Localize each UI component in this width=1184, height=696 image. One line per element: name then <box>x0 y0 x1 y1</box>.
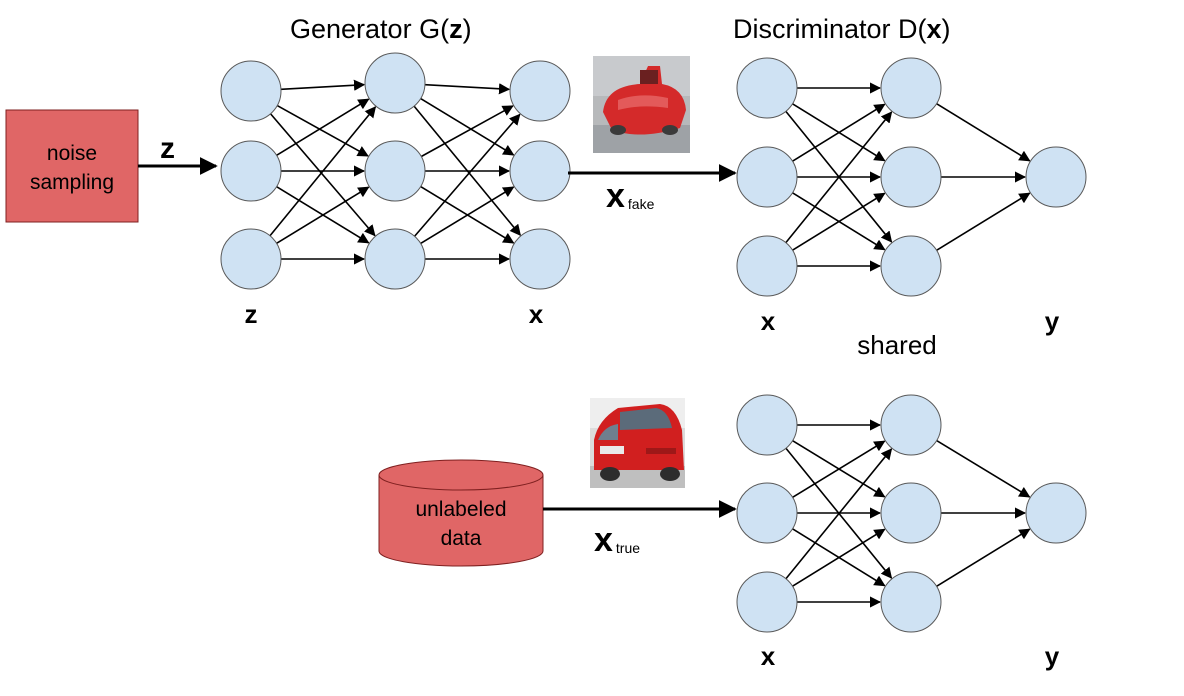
generator-output-node-3 <box>509 228 571 290</box>
shared-label: shared <box>857 330 937 360</box>
generator-l1-l2-edge-1-0 <box>276 98 370 157</box>
generator-l2-l3-edge-0-0 <box>424 83 511 95</box>
data-store-line1: unlabeled <box>415 498 506 521</box>
generator-output-node-1 <box>509 60 571 122</box>
discriminator-input-node-2 <box>736 146 798 208</box>
discriminator-l1-l2-edge-2-1 <box>792 192 886 251</box>
bottom-discriminator-l2-l3-edge-0-0 <box>936 439 1031 498</box>
fake-car-thumbnail <box>593 56 690 153</box>
discriminator-hidden-node-2 <box>880 146 942 208</box>
discriminator-title: Discriminator D(x) <box>733 14 951 44</box>
generator-input-label: z <box>245 299 258 329</box>
bottom-discriminator-input-label: x <box>761 641 776 671</box>
generator-l2-l3-edge-2-1 <box>420 186 515 245</box>
generator-hidden-node-3 <box>364 228 426 290</box>
bottom-discriminator-input-node-2 <box>736 482 798 544</box>
bottom-discriminator-hidden-node-2 <box>880 482 942 544</box>
bottom-discriminator-hidden-node-1 <box>880 394 942 456</box>
generator-l1-l2-edge-0-1 <box>276 104 369 157</box>
generator-l2-l3-edge-0-1 <box>420 97 515 156</box>
network-edges <box>269 79 1031 608</box>
bottom-discriminator-l1-l2-edge-2-0 <box>785 448 893 580</box>
generator-l1-l2-edge-0-2 <box>269 113 376 237</box>
generator-title: Generator G(z) <box>290 14 472 44</box>
discriminator-hidden-node-1 <box>880 57 942 119</box>
generator-l1-l2-edge-2-0 <box>269 106 377 237</box>
unlabeled-data-store: unlabeled data <box>378 459 544 567</box>
bottom-discriminator-l1-l2-edge-2-1 <box>792 528 886 587</box>
bottom-discriminator-l1-l2-edge-1-0 <box>792 440 886 499</box>
generator-l2-l3-edge-1-0 <box>420 105 514 158</box>
discriminator-l2-l3-edge-0-0 <box>936 103 1031 162</box>
discriminator-l1-l2-edge-1-0 <box>792 103 886 162</box>
generator-hidden-node-1 <box>364 52 426 114</box>
generator-l2-l3-edge-2-0 <box>413 113 521 237</box>
generator-input-node-3 <box>220 228 282 290</box>
discriminator-hidden-node-3 <box>880 235 942 297</box>
bottom-discriminator-input-node-3 <box>736 571 798 633</box>
discriminator-input-node-1 <box>736 57 798 119</box>
generator-input-node-1 <box>220 60 282 122</box>
noise-arrow-label: z <box>160 132 175 165</box>
bottom-discriminator-l2-l3-edge-2-0 <box>936 528 1031 587</box>
generator-output-node-2 <box>509 140 571 202</box>
generator-l1-l2-edge-0-0 <box>280 79 366 91</box>
generator-output-label: x <box>529 299 544 329</box>
bottom-discriminator-hidden-node-3 <box>880 571 942 633</box>
discriminator-output-label: y <box>1045 306 1060 336</box>
bottom-discriminator-output-node-1 <box>1025 482 1087 544</box>
discriminator-input-node-3 <box>736 235 798 297</box>
noise-sampling-box: noise sampling <box>5 109 139 223</box>
noise-box-line1: noise <box>47 142 97 165</box>
data-store-line2: data <box>441 527 482 550</box>
generator-l1-l2-edge-2-1 <box>276 186 370 245</box>
generator-input-node-2 <box>220 140 282 202</box>
bottom-discriminator-output-label: y <box>1045 641 1060 671</box>
bottom-discriminator-input-node-1 <box>736 394 798 456</box>
discriminator-l1-l2-edge-2-0 <box>785 111 893 244</box>
discriminator-input-label: x <box>761 306 776 336</box>
real-car-thumbnail <box>590 398 685 488</box>
generator-hidden-node-2 <box>364 140 426 202</box>
network-nodes <box>220 52 1087 633</box>
discriminator-l2-l3-edge-2-0 <box>936 192 1031 251</box>
noise-box-line2: sampling <box>30 171 114 194</box>
discriminator-output-node-1 <box>1025 146 1087 208</box>
